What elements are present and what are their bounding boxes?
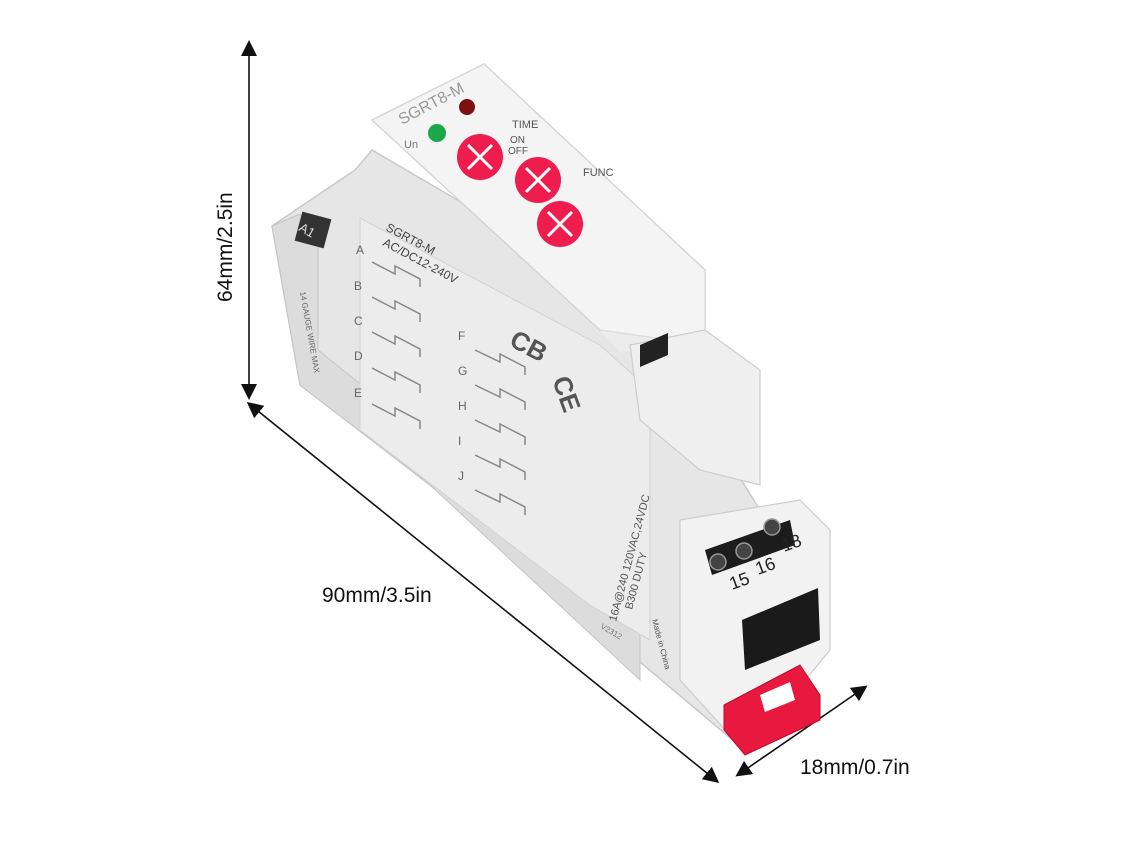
func-letter-d: D xyxy=(354,349,363,363)
screw-15 xyxy=(709,553,727,571)
relay-led xyxy=(459,99,475,115)
func-letter-e: E xyxy=(354,386,362,400)
func-letter-b: B xyxy=(354,279,362,293)
timing-diagrams xyxy=(371,261,526,515)
func-letter-a: A xyxy=(356,243,364,257)
length-dimension-label: 90mm/3.5in xyxy=(322,584,432,607)
din-clip xyxy=(723,664,821,756)
power-label: Un xyxy=(404,139,418,151)
time-percent-knob[interactable] xyxy=(515,157,561,203)
width-dimension-label: 18mm/0.7in xyxy=(800,756,910,779)
power-led xyxy=(428,124,446,142)
screw-16 xyxy=(735,542,753,560)
length-dimension-line xyxy=(246,401,720,784)
func-letter-f: F xyxy=(458,329,465,343)
middle-front-face xyxy=(629,329,761,486)
func-letter-g: G xyxy=(458,364,467,378)
terminal-label-a1: A1 xyxy=(297,220,318,241)
time-label: TIME xyxy=(512,119,538,131)
wire-entry-slot xyxy=(742,588,820,670)
screw-18 xyxy=(763,518,781,536)
time-range-knob[interactable] xyxy=(457,134,503,180)
func-letter-i: I xyxy=(458,434,461,448)
side-label-panel xyxy=(359,217,651,641)
dial-face xyxy=(370,63,706,346)
on-label: ON xyxy=(510,135,525,146)
function-knob[interactable] xyxy=(537,201,583,247)
dial-face-front xyxy=(372,64,705,352)
a1-terminal xyxy=(294,211,332,249)
width-dimension-line xyxy=(735,685,868,777)
func-label: FUNC xyxy=(583,167,614,179)
func-letter-h: H xyxy=(458,399,467,413)
height-dimension-label: 64mm/2.5in xyxy=(214,192,237,302)
func-letter-j: J xyxy=(458,469,464,483)
connector-slot-top xyxy=(640,333,668,367)
din-clip-hole xyxy=(760,682,795,712)
off-label: OFF xyxy=(508,146,528,157)
func-letter-c: C xyxy=(354,314,363,328)
